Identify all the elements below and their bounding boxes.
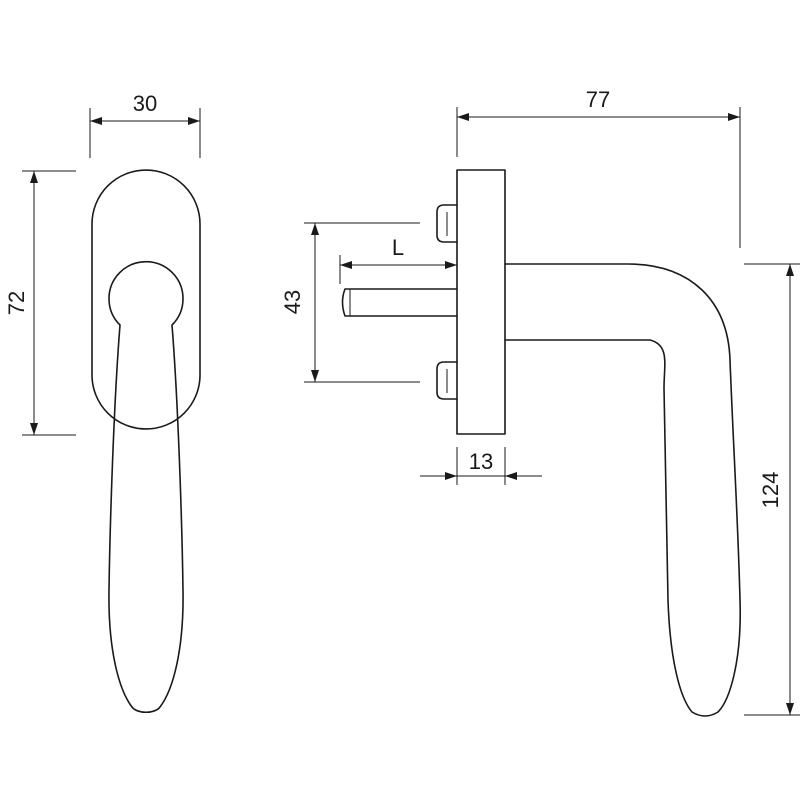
dimension-label: L bbox=[392, 235, 404, 260]
dimension-label: 30 bbox=[133, 91, 157, 116]
dimension-screw-spacing: 43 bbox=[280, 222, 420, 383]
front-lever-outline bbox=[108, 260, 184, 714]
side-lever-outline bbox=[504, 263, 742, 717]
dimension-front-width: 30 bbox=[89, 91, 201, 158]
bottom-screw-head bbox=[436, 361, 458, 400]
top-screw-head bbox=[436, 204, 458, 243]
square-spindle bbox=[341, 288, 458, 317]
side-rosette-plate bbox=[456, 169, 506, 435]
dimension-handle-height: 124 bbox=[744, 263, 800, 716]
front-rosette-outline bbox=[91, 169, 201, 430]
front-view bbox=[91, 169, 201, 714]
dimension-label: 77 bbox=[586, 87, 610, 112]
dimension-label: 43 bbox=[280, 290, 305, 314]
dimension-spindle-length: L bbox=[339, 235, 457, 284]
side-view bbox=[341, 169, 742, 717]
dimension-front-height: 72 bbox=[4, 170, 76, 436]
dimension-rosette-thickness: 13 bbox=[420, 447, 542, 485]
dimension-side-depth: 77 bbox=[456, 87, 741, 248]
dimension-label: 124 bbox=[758, 472, 783, 509]
dimension-label: 13 bbox=[469, 449, 493, 474]
dimension-label: 72 bbox=[4, 291, 29, 315]
